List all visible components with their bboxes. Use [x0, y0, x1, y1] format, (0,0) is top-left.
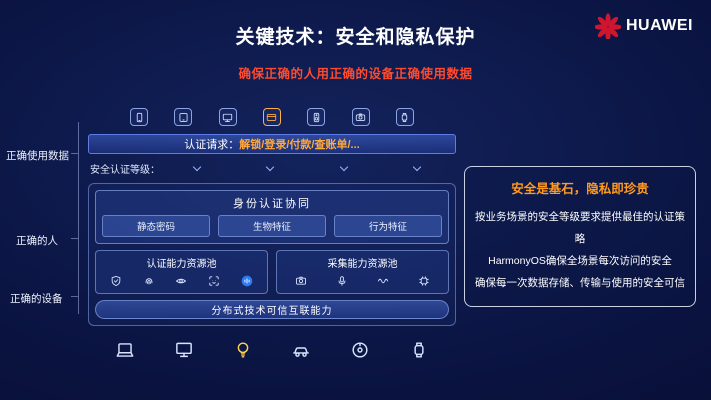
wave-icon [377, 278, 388, 284]
watch-icon [395, 108, 414, 126]
collect-pool-icons [281, 274, 444, 288]
auth-request-value: 解锁/登录/付款/查账单/... [239, 139, 360, 151]
voice-icon [241, 275, 252, 287]
axis-label-data: 正确使用数据 [6, 150, 69, 162]
vacuum-icon [352, 342, 368, 358]
collect-capability-pool: 采集能力资源池 [276, 250, 449, 294]
security-framework-box: 身份认证协同 静态密码 生物特征 行为特征 认证能力资源池 [88, 183, 456, 326]
tablet-icon [174, 108, 193, 126]
auth-request-bar: 认证请求： 解锁/登录/付款/查账单/... [88, 134, 456, 154]
security-level-ticks [160, 162, 454, 172]
identity-items: 静态密码 生物特征 行为特征 [102, 215, 442, 237]
tv-icon [218, 108, 237, 126]
security-principles-panel: 安全是基石，隐私即珍贵 按业务场景的安全等级要求提供最佳的认证策略 Harmon… [464, 166, 696, 308]
mic-icon [338, 276, 346, 286]
huawei-flower-icon [595, 13, 621, 39]
axis-label-person: 正确的人 [16, 235, 58, 247]
identity-item-biometrics: 生物特征 [218, 215, 326, 237]
camera-icon [351, 108, 370, 126]
panel-line-harmonyos-access: HarmonyOS确保全场景每次访问的安全 [488, 255, 672, 268]
level-tick-icon [339, 162, 348, 172]
iris-icon [176, 278, 187, 284]
page-title: 关键技术：安全和隐私保护 [235, 27, 476, 48]
level-tick-icon [266, 162, 275, 172]
fingerprint-icon [145, 278, 153, 285]
axis-tick [71, 153, 78, 154]
monitor-icon [175, 342, 192, 358]
laptop-icon [116, 343, 134, 357]
watch-icon [414, 342, 424, 358]
security-level-row: 安全认证等级： [88, 161, 456, 176]
level-tick-icon [413, 162, 422, 172]
auth-pool-title: 认证能力资源池 [146, 259, 217, 270]
axis-line [78, 122, 79, 314]
bottom-device-row [88, 339, 456, 361]
bank-card-icon [262, 108, 281, 126]
identity-item-behavior: 行为特征 [334, 215, 442, 237]
collect-pool-title: 采集能力资源池 [327, 259, 398, 270]
axis-label-device: 正确的设备 [10, 293, 63, 305]
auth-capability-pool: 认证能力资源池 [95, 250, 268, 294]
top-device-row [88, 108, 456, 126]
huawei-logo: HUAWEI [595, 13, 693, 39]
subtitle: 确保正确的人用正确的设备正确使用数据 [238, 67, 473, 81]
huawei-wordmark: HUAWEI [626, 17, 693, 34]
identity-collaboration-box: 身份认证协同 静态密码 生物特征 行为特征 [95, 190, 449, 244]
bulb-icon [237, 342, 248, 358]
face-id-icon [209, 276, 219, 286]
distributed-trust-bar: 分布式技术可信互联能力 [95, 300, 449, 319]
panel-title: 安全是基石，隐私即珍贵 [511, 182, 649, 196]
security-level-label: 安全认证等级： [90, 165, 160, 176]
panel-line-auth-strategy: 按业务场景的安全等级要求提供最佳的认证策略 [475, 211, 685, 246]
car-icon [293, 347, 310, 357]
phone-icon [130, 108, 148, 126]
camera-icon [296, 276, 307, 285]
speaker-icon [307, 108, 326, 126]
axis-tick [71, 296, 78, 297]
identity-item-static-password: 静态密码 [102, 215, 210, 237]
panel-line-data-trust: 确保每一次数据存储、传输与使用的安全可信 [475, 277, 685, 290]
axis-tick [71, 238, 78, 239]
shield-icon [111, 275, 121, 287]
security-architecture-diagram: 认证请求： 解锁/登录/付款/查账单/... 安全认证等级： 身份认证协同 静态… [88, 108, 456, 361]
identity-collaboration-title: 身份认证协同 [233, 198, 311, 210]
auth-request-label: 认证请求： [184, 139, 240, 151]
chip-icon [418, 276, 429, 286]
resource-pools: 认证能力资源池 采集能力资源池 [95, 250, 449, 294]
level-tick-icon [192, 162, 201, 172]
auth-pool-icons [100, 274, 263, 288]
